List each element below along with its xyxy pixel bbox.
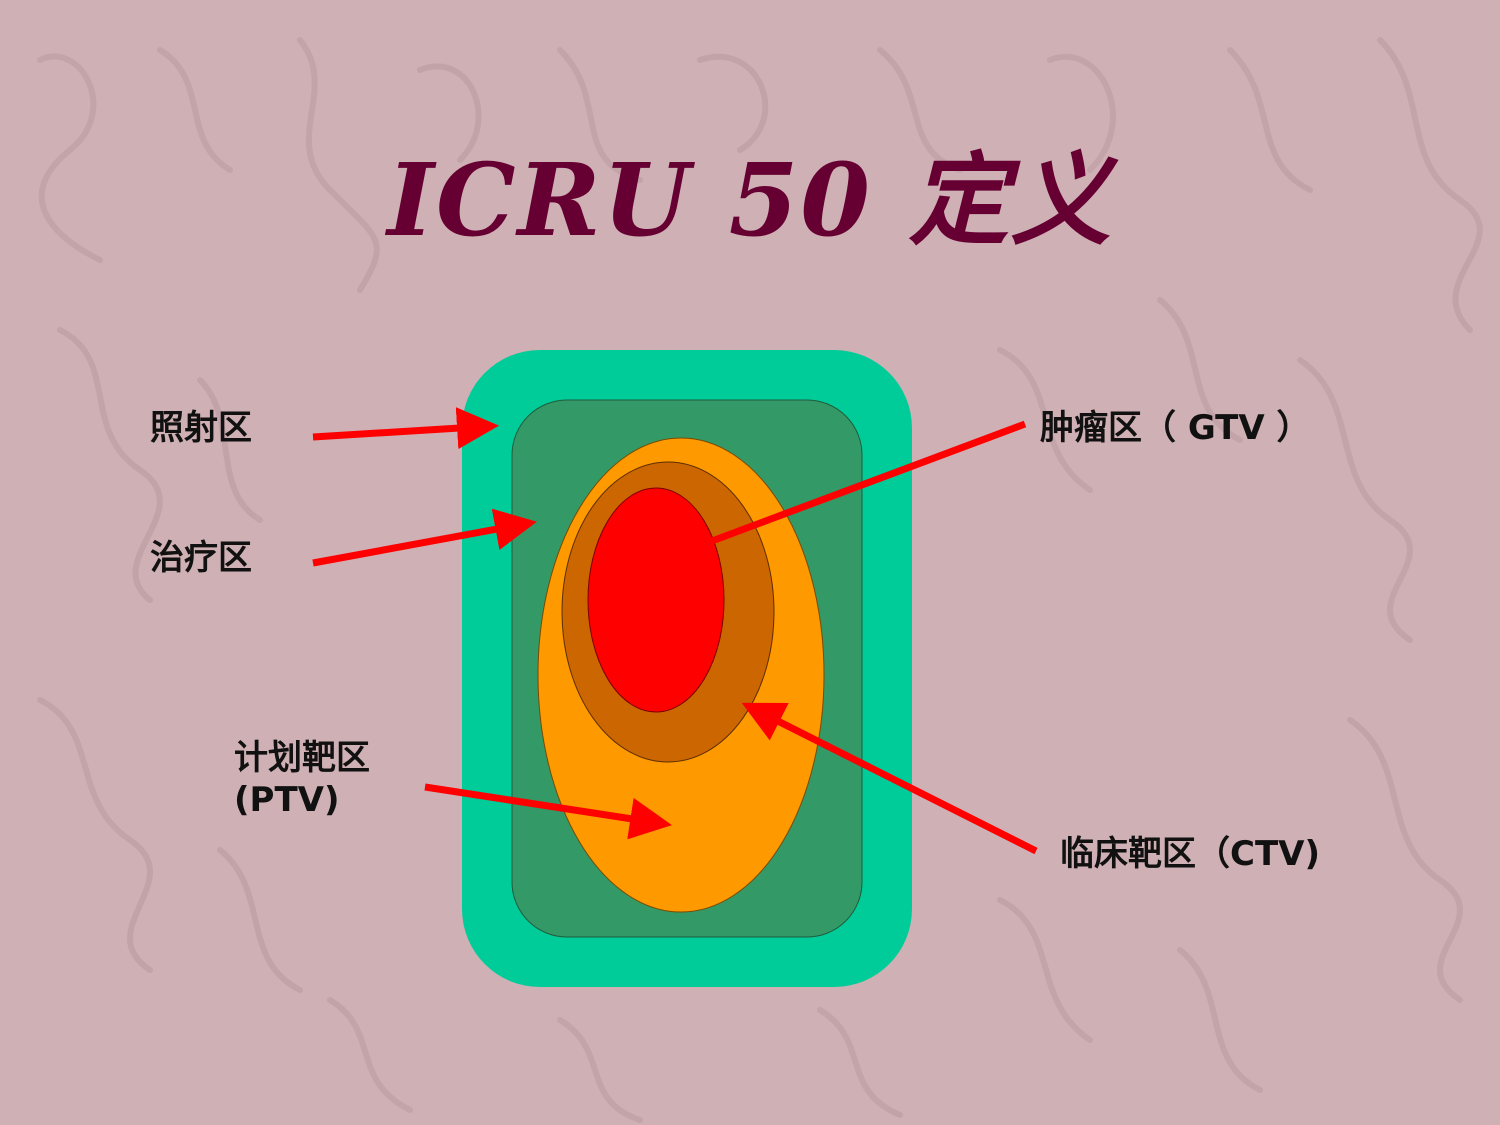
arrow-irradiated-volume xyxy=(312,407,499,450)
label-ptv: 计划靶区 (PTV) xyxy=(234,737,370,821)
label-ptv-line1: 计划靶区 xyxy=(234,738,370,778)
label-gtv: 肿瘤区（ GTV ） xyxy=(1040,408,1311,448)
label-ctv: 临床靶区（CTV) xyxy=(1060,834,1320,874)
label-ptv-line2: (PTV) xyxy=(234,780,340,820)
arrow-ctv xyxy=(741,702,1038,855)
pointer-gtv xyxy=(710,420,1027,545)
arrow-treated-volume xyxy=(312,508,537,567)
arrow-ptv xyxy=(424,783,672,840)
label-irradiated-volume: 照射区 xyxy=(150,408,252,448)
gtv-shape xyxy=(587,487,725,713)
label-treated-volume: 治疗区 xyxy=(150,538,252,578)
slide-title: ICRU 50 定义 xyxy=(387,141,1113,259)
